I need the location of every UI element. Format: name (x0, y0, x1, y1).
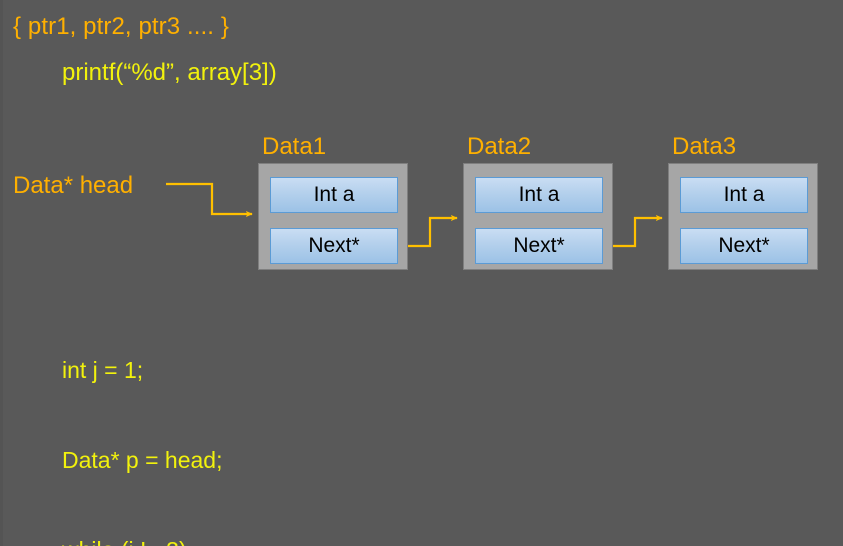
head-pointer-label: Data* head (13, 172, 134, 199)
list-node-data2: Data2 Int a Next* (463, 133, 613, 270)
list-node-data3: Data3 Int a Next* (668, 133, 818, 270)
node-title: Data1 (262, 133, 327, 160)
node-field-int-a: Int a (475, 177, 603, 213)
list-node-data1: Data1 Int a Next* (258, 133, 408, 270)
node-field-int-a: Int a (270, 177, 398, 213)
node-frame: Int a Next* (463, 163, 613, 270)
arrow-head-to-data1 (166, 182, 253, 218)
printf-array-text: printf(“%d”, array[3]) (62, 59, 277, 86)
code-line: Data* p = head; (62, 447, 223, 473)
node-field-int-a: Int a (680, 177, 808, 213)
node-field-next-ptr: Next* (475, 228, 603, 264)
node-field-next-ptr: Next* (270, 228, 398, 264)
node-frame: Int a Next* (258, 163, 408, 270)
traversal-code-block: int j = 1; Data* p = head; while (j != 3… (62, 295, 243, 546)
pointer-set-text: { ptr1, ptr2, ptr3 .... } (13, 13, 229, 40)
node-field-next-ptr: Next* (680, 228, 808, 264)
node-title: Data3 (672, 133, 737, 160)
node-title: Data2 (467, 133, 532, 160)
code-line: int j = 1; (62, 357, 144, 383)
left-edge-strip (0, 0, 3, 546)
node-frame: Int a Next* (668, 163, 818, 270)
code-line: while (j != 3) (62, 535, 243, 546)
